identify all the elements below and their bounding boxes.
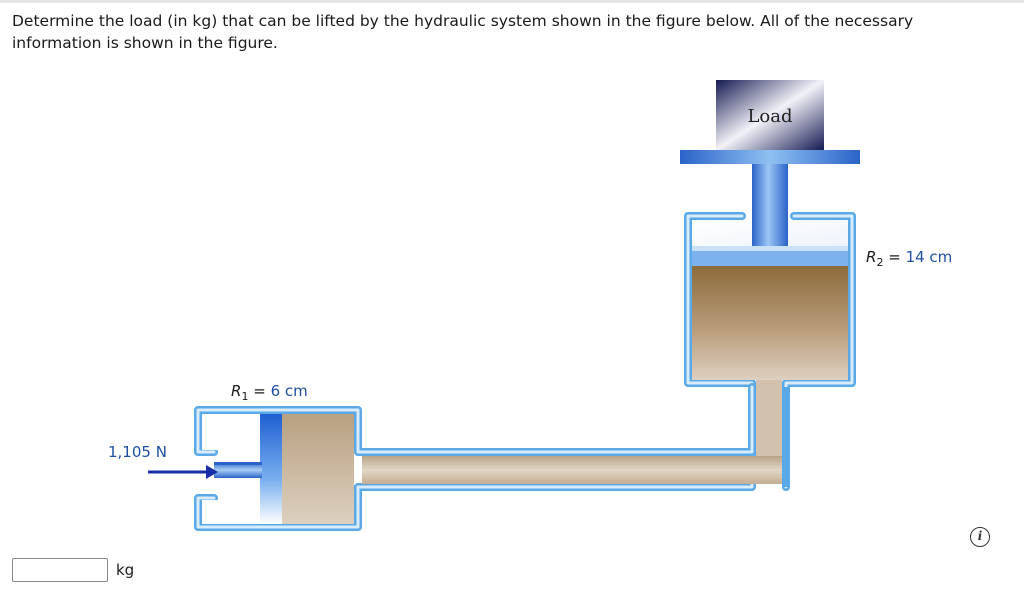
r1-label: R1 = 6 cm <box>231 382 308 403</box>
small-piston <box>214 414 282 524</box>
force-arrow <box>148 465 218 479</box>
fluid-large-cylinder <box>692 264 848 380</box>
force-label: 1,105 N <box>108 443 167 461</box>
info-icon[interactable]: i <box>970 527 990 547</box>
load-label: Load <box>747 106 793 127</box>
fluid-small-cylinder <box>282 414 354 524</box>
r1-value: 6 cm <box>270 382 308 400</box>
question-text: Determine the load (in kg) that can be l… <box>12 12 914 52</box>
answer-unit: kg <box>116 561 135 579</box>
r1-subscript: 1 <box>241 390 249 403</box>
force-unit: N <box>155 443 167 461</box>
top-divider <box>0 0 1024 3</box>
small-cylinder <box>194 383 790 487</box>
r2-subscript: 2 <box>876 256 884 269</box>
r2-equals: = <box>888 248 901 266</box>
large-piston <box>680 150 860 266</box>
r2-label: R2 = 14 cm <box>866 248 952 269</box>
load-block <box>716 80 824 150</box>
force-value: 1,105 <box>108 443 151 461</box>
r1-equals: = <box>253 382 266 400</box>
r2-symbol: R <box>866 248 877 266</box>
r1-symbol: R <box>231 382 242 400</box>
r2-value: 14 cm <box>905 248 953 266</box>
answer-input[interactable] <box>12 558 108 582</box>
fluid-pipe <box>362 456 782 484</box>
